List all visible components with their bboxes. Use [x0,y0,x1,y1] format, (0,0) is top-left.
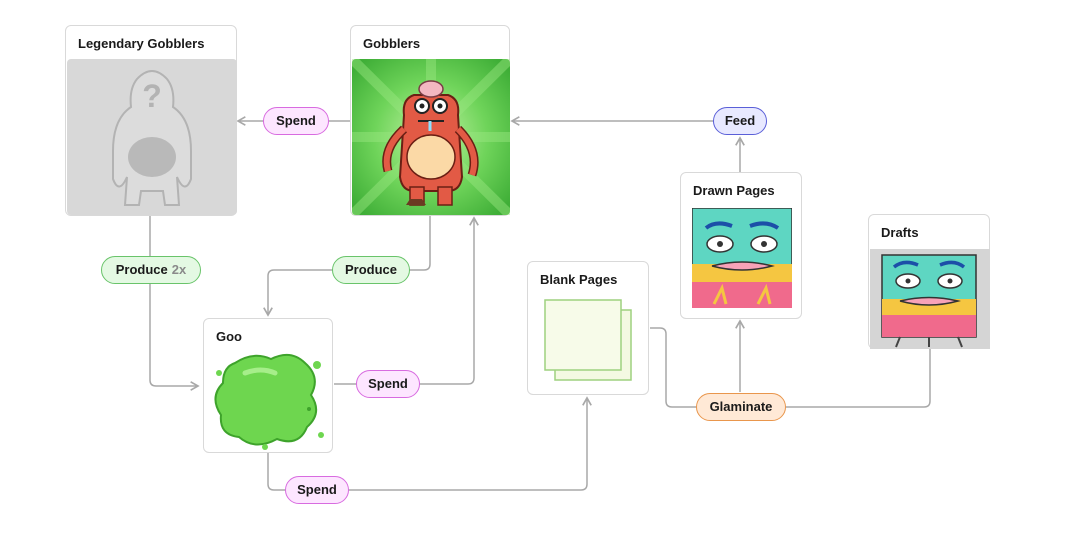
connector-blank-to-glaminate [650,327,700,408]
feed-action[interactable]: Feed [713,107,767,135]
goo-title: Goo [216,329,242,344]
spend-goo-to-gobblers-label: Spend [368,376,408,391]
glaminate-action[interactable]: Glaminate [696,393,786,421]
spend-to-legendary-label: Spend [276,113,316,128]
spend-goo-to-gobblers-action[interactable]: Spend [356,370,420,398]
goo-card[interactable]: Goo [203,318,333,453]
spend-goo-to-pages-label: Spend [297,482,337,497]
drawn-pages-card[interactable]: Drawn Pages [680,172,802,319]
gobbler-character-image [352,59,510,215]
connector-legendary-to-goo [149,216,200,391]
connector-drafts-to-glaminate [786,349,931,408]
gobblers-title: Gobblers [363,36,421,51]
feed-label: Feed [724,113,756,128]
blank-pages-card[interactable]: Blank Pages [527,261,649,395]
gobblers-card[interactable]: Gobblers [350,25,510,216]
spend-goo-to-pages-action[interactable]: Spend [285,476,349,504]
legendary-silhouette-image: ? [67,59,237,215]
produce-gobblers-label: Produce [344,262,397,277]
spend-to-legendary-action[interactable]: Spend [263,107,329,135]
blank-pages-stack-image [544,299,632,381]
draft-canvas-image [870,249,990,349]
produce-legendary-label: Produce [115,262,168,277]
connector-goo-to-blank [267,396,592,491]
drawn-pages-title: Drawn Pages [693,183,775,198]
produce-legendary-multiplier: 2x [171,262,187,277]
glaminate-label: Glaminate [709,399,773,414]
drafts-card[interactable]: Drafts [868,214,990,349]
drawn-page-art-image [692,208,792,308]
connector-goo-to-gobblers [334,216,479,385]
legendary-gobblers-card[interactable]: Legendary Gobblers ? [65,25,237,216]
blank-pages-title: Blank Pages [540,272,618,287]
goo-blob-image [214,353,324,450]
legendary-gobblers-title: Legendary Gobblers [78,36,205,51]
produce-gobblers-action[interactable]: Produce [332,256,410,284]
legendary-placeholder-glyph: ? [142,78,162,114]
drafts-title: Drafts [881,225,919,240]
